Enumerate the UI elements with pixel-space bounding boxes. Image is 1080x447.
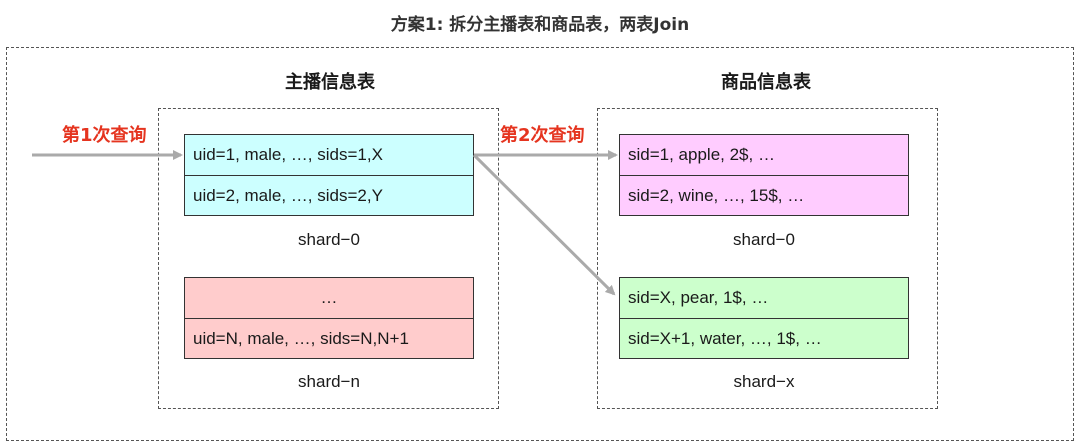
anchor-shard-0-table: uid=1, male, …, sids=1,X uid=2, male, …,…: [184, 134, 474, 216]
product-table-label: 商品信息表: [721, 72, 811, 93]
second-query-label: 第2次查询: [500, 125, 585, 146]
table-row: uid=N, male, …, sids=N,N+1: [185, 318, 473, 358]
outer-container: [6, 47, 1074, 441]
table-row: uid=2, male, …, sids=2,Y: [185, 175, 473, 215]
product-shard-x-table: sid=X, pear, 1$, … sid=X+1, water, …, 1$…: [619, 277, 909, 359]
anchor-shard-n-table: … uid=N, male, …, sids=N,N+1: [184, 277, 474, 359]
anchor-shard-n-label: shard−n: [298, 372, 360, 391]
table-row: sid=X+1, water, …, 1$, …: [620, 318, 908, 358]
product-shard-0-label: shard−0: [733, 230, 795, 249]
table-row: …: [320, 288, 338, 307]
diagram-title: 方案1: 拆分主播表和商品表，两表Join: [390, 15, 690, 35]
table-row: sid=1, apple, 2$, …: [628, 145, 775, 164]
table-row: uid=1, male, …, sids=1,X: [193, 145, 383, 164]
anchor-table-group: [158, 108, 499, 409]
product-table-group: [597, 108, 938, 409]
anchor-table-label: 主播信息表: [285, 72, 375, 93]
table-row: sid=X, pear, 1$, …: [628, 288, 769, 307]
anchor-shard-0-label: shard−0: [298, 230, 360, 249]
product-shard-0-table: sid=1, apple, 2$, … sid=2, wine, …, 15$,…: [619, 134, 909, 216]
first-query-label: 第1次查询: [62, 125, 147, 146]
table-row: sid=2, wine, …, 15$, …: [620, 175, 908, 215]
product-shard-x-label: shard−x: [733, 372, 795, 391]
second-query-arrow-shard-x: [472, 153, 616, 296]
